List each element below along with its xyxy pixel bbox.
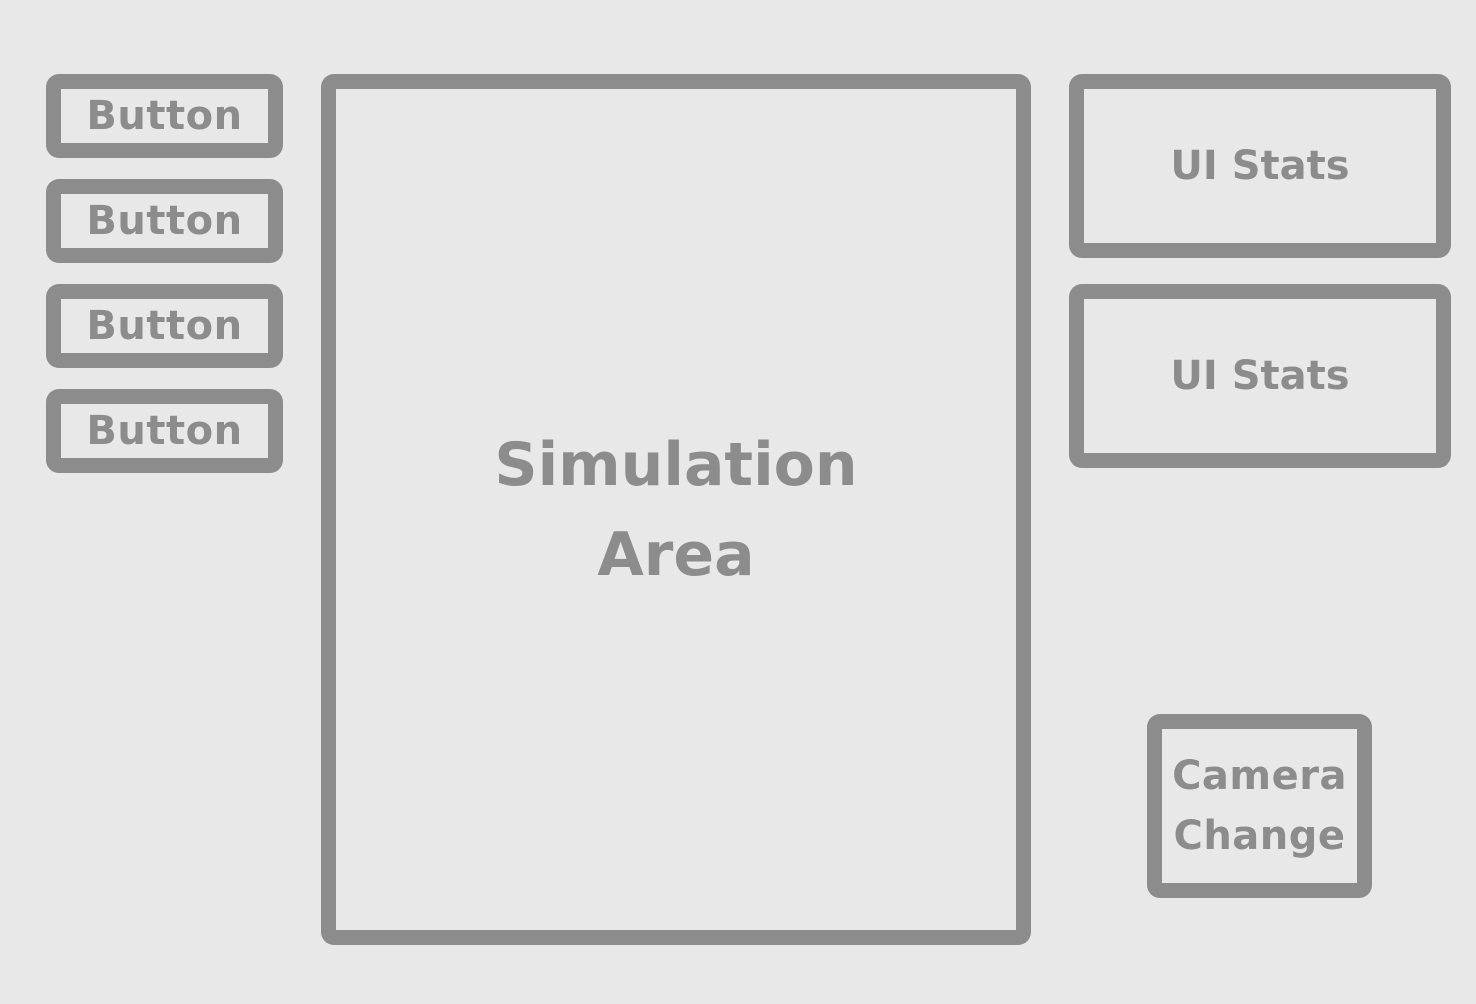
stats-panel-1: UI Stats (1069, 74, 1451, 258)
sidebar-button-4-label: Button (86, 408, 243, 454)
sidebar-button-1-label: Button (86, 93, 243, 139)
sidebar-button-2-label: Button (86, 198, 243, 244)
sidebar-button-2[interactable]: Button (46, 179, 283, 263)
simulation-area[interactable]: Simulation Area (321, 74, 1031, 945)
stats-panel-2: UI Stats (1069, 284, 1451, 468)
sidebar-button-3-label: Button (86, 303, 243, 349)
camera-change-label: Camera Change (1172, 753, 1347, 859)
stats-panel-1-label: UI Stats (1170, 143, 1350, 189)
sidebar-button-4[interactable]: Button (46, 389, 283, 473)
stats-panel-2-label: UI Stats (1170, 353, 1350, 399)
camera-change-button[interactable]: Camera Change (1147, 714, 1372, 898)
simulation-area-label: Simulation Area (494, 429, 858, 590)
sidebar-button-3[interactable]: Button (46, 284, 283, 368)
sidebar-button-1[interactable]: Button (46, 74, 283, 158)
